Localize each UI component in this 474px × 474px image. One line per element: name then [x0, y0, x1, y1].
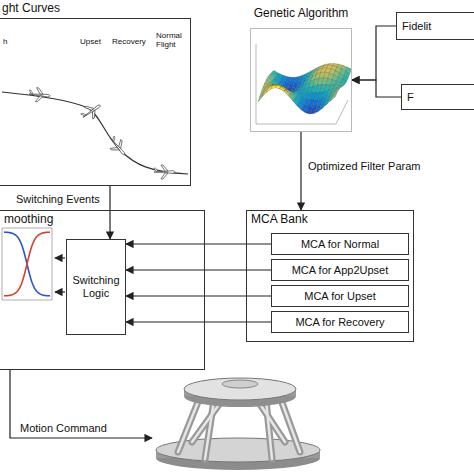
surface-patch — [327, 96, 333, 104]
node-title: MCA for Recovery — [295, 316, 384, 329]
blend-curve — [4, 232, 50, 296]
connector-arrow — [126, 269, 271, 270]
phase-label: Normal Flight — [156, 32, 188, 50]
logic-box: Switching Logic — [66, 239, 126, 335]
airplane — [106, 134, 130, 159]
surface-patch — [258, 92, 264, 102]
airplane — [154, 165, 175, 179]
node-title: Fidelit — [402, 20, 431, 33]
smoothing-group: moothingSwitching Logic — [0, 210, 205, 370]
signal-label: Motion Command — [20, 422, 107, 434]
surface-patch — [331, 93, 337, 101]
bank-group: MCA BankMCA for NormalMCA for App2UpsetM… — [246, 210, 414, 342]
input-box: F — [401, 84, 474, 110]
smoothing-curves — [4, 232, 50, 296]
edge-label: Optimized Filter Param — [308, 160, 420, 172]
node-title: Switching Logic — [69, 274, 123, 299]
surface-patch — [339, 83, 345, 86]
surface-plot — [256, 44, 351, 124]
surface-patch — [284, 90, 290, 96]
phase-label: h — [3, 38, 7, 47]
motion-command-arrow — [10, 370, 152, 438]
phase-label: Upset — [80, 38, 101, 47]
filter-box: MCA for App2Upset — [271, 259, 409, 281]
logic-arrow — [55, 291, 65, 292]
node-title: moothing — [4, 213, 53, 227]
surface-patch — [318, 104, 324, 111]
filter-box: MCA for Upset — [271, 285, 409, 307]
surface-patch — [288, 94, 294, 100]
plot-axes — [256, 44, 348, 124]
node-title: MCA Bank — [251, 213, 308, 227]
filter-box: MCA for Normal — [271, 233, 409, 255]
connector-arrow — [300, 132, 301, 210]
phase-label: Recovery — [112, 38, 146, 47]
node-title: ght Curves — [2, 2, 60, 16]
motion-platform — [156, 378, 320, 470]
connector-arrow — [352, 26, 396, 80]
connector-arrow — [126, 321, 271, 322]
connector-arrow — [352, 80, 401, 97]
surface-patch — [292, 99, 298, 106]
edge-label: Switching Events — [16, 193, 100, 205]
optimizer-panel: Genetic Algorithm — [250, 28, 352, 132]
airplane — [79, 100, 104, 124]
blend-curve — [4, 232, 50, 296]
connector-arrow — [126, 295, 271, 296]
input-box: Fidelit — [396, 12, 474, 40]
surface-patch — [267, 86, 273, 92]
airplane — [28, 87, 50, 103]
logic-arrow — [55, 257, 65, 258]
node-title: MCA for App2Upset — [292, 264, 389, 277]
connector-arrow — [109, 186, 110, 239]
smoothing-plot-frame — [2, 228, 52, 300]
node-title: MCA for Normal — [301, 238, 379, 251]
node-title: MCA for Upset — [304, 290, 376, 303]
filter-box: MCA for Recovery — [271, 311, 409, 333]
node-title: F — [407, 91, 414, 104]
node-title: Genetic Algorithm — [254, 7, 349, 21]
connector-arrow — [126, 243, 271, 244]
surface-patch — [262, 88, 268, 96]
flight-trajectory — [2, 92, 188, 174]
surface-patch — [323, 100, 329, 108]
